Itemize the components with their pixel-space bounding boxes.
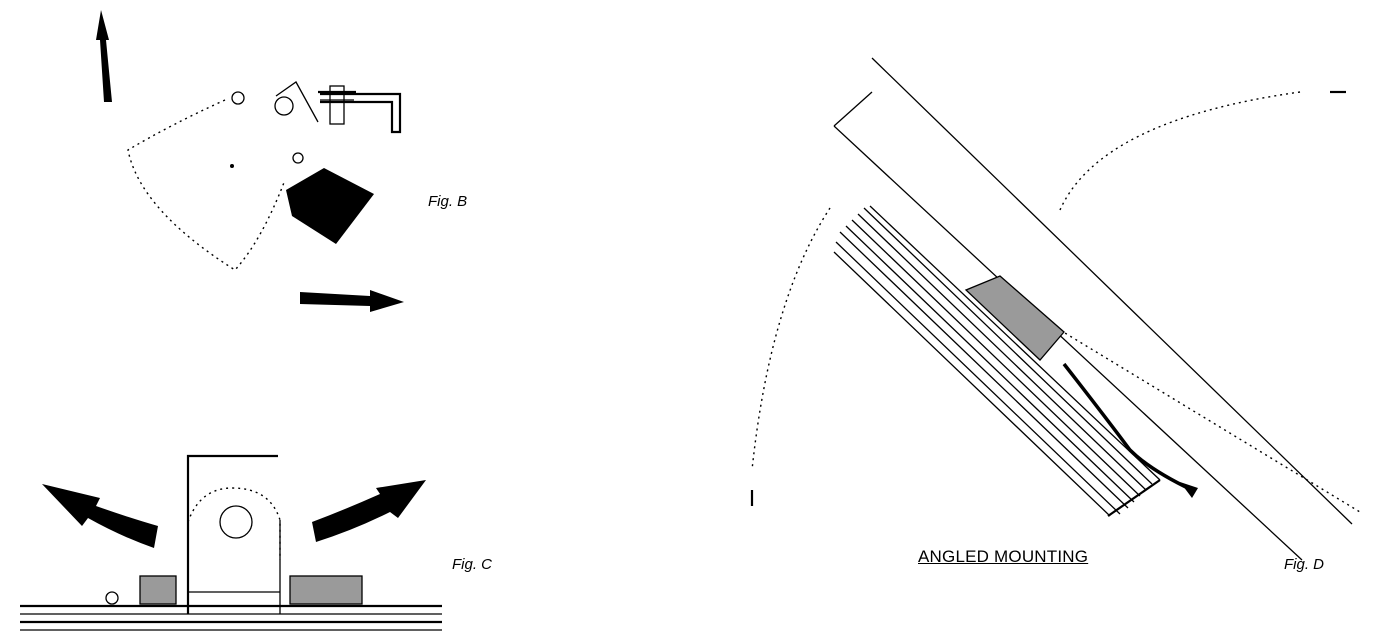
fig-b-hub <box>274 96 294 116</box>
fig-c-bracket <box>186 454 278 614</box>
fig-c-clamp-left <box>140 576 176 604</box>
fig-d-plate-edge-mid <box>833 125 1303 561</box>
fig-c-clamp-right-outline <box>289 575 363 605</box>
fig-d-cable <box>1062 362 1193 492</box>
fig-c-clamp-right <box>290 576 362 604</box>
fig-d-mount-clip-outline <box>964 275 1065 361</box>
fig-d-sensor-body <box>833 205 1161 517</box>
right-arrow-icon <box>300 290 404 312</box>
fig-d-caption: Fig. D <box>1284 556 1325 573</box>
right-curved-arrow-icon <box>312 480 426 542</box>
fig-d-drawing <box>750 57 1361 561</box>
fig-b-caption: Fig. B <box>428 193 468 210</box>
fig-d-cable-end <box>1180 482 1198 498</box>
fig-c-clamp-left-outline <box>139 575 177 605</box>
fig-d-arc-outer <box>1059 91 1301 211</box>
fig-d-arc-left <box>751 207 831 471</box>
fig-b-sensor-block <box>286 168 374 244</box>
fig-b-center-mark <box>230 164 234 168</box>
fig-c-nut-left <box>105 591 119 605</box>
up-arrow-icon <box>96 10 112 102</box>
fig-d-title: ANGLED MOUNTING <box>918 547 1089 566</box>
fig-c-bracket-profile <box>187 487 281 560</box>
fig-d-mount-clip <box>966 276 1064 360</box>
fig-d-plate-edge-top <box>871 57 1353 525</box>
fig-b-screw-left <box>231 91 245 105</box>
fig-c-drawing <box>20 454 442 631</box>
fig-c-caption: Fig. C <box>452 556 493 573</box>
fig-b-hub-plate <box>275 81 319 123</box>
fig-b-bolt <box>329 85 345 125</box>
fig-d-dotted-ray <box>1059 329 1361 513</box>
fig-c-bolt-hole <box>219 505 253 539</box>
fig-b-l-bracket <box>320 92 402 134</box>
left-curved-arrow-icon <box>42 484 158 548</box>
fig-b-sweep-outline <box>127 99 286 271</box>
fig-b-drawing <box>96 10 404 312</box>
fig-d-plate-end <box>833 91 873 127</box>
fig-b-screw-mid <box>292 152 304 164</box>
